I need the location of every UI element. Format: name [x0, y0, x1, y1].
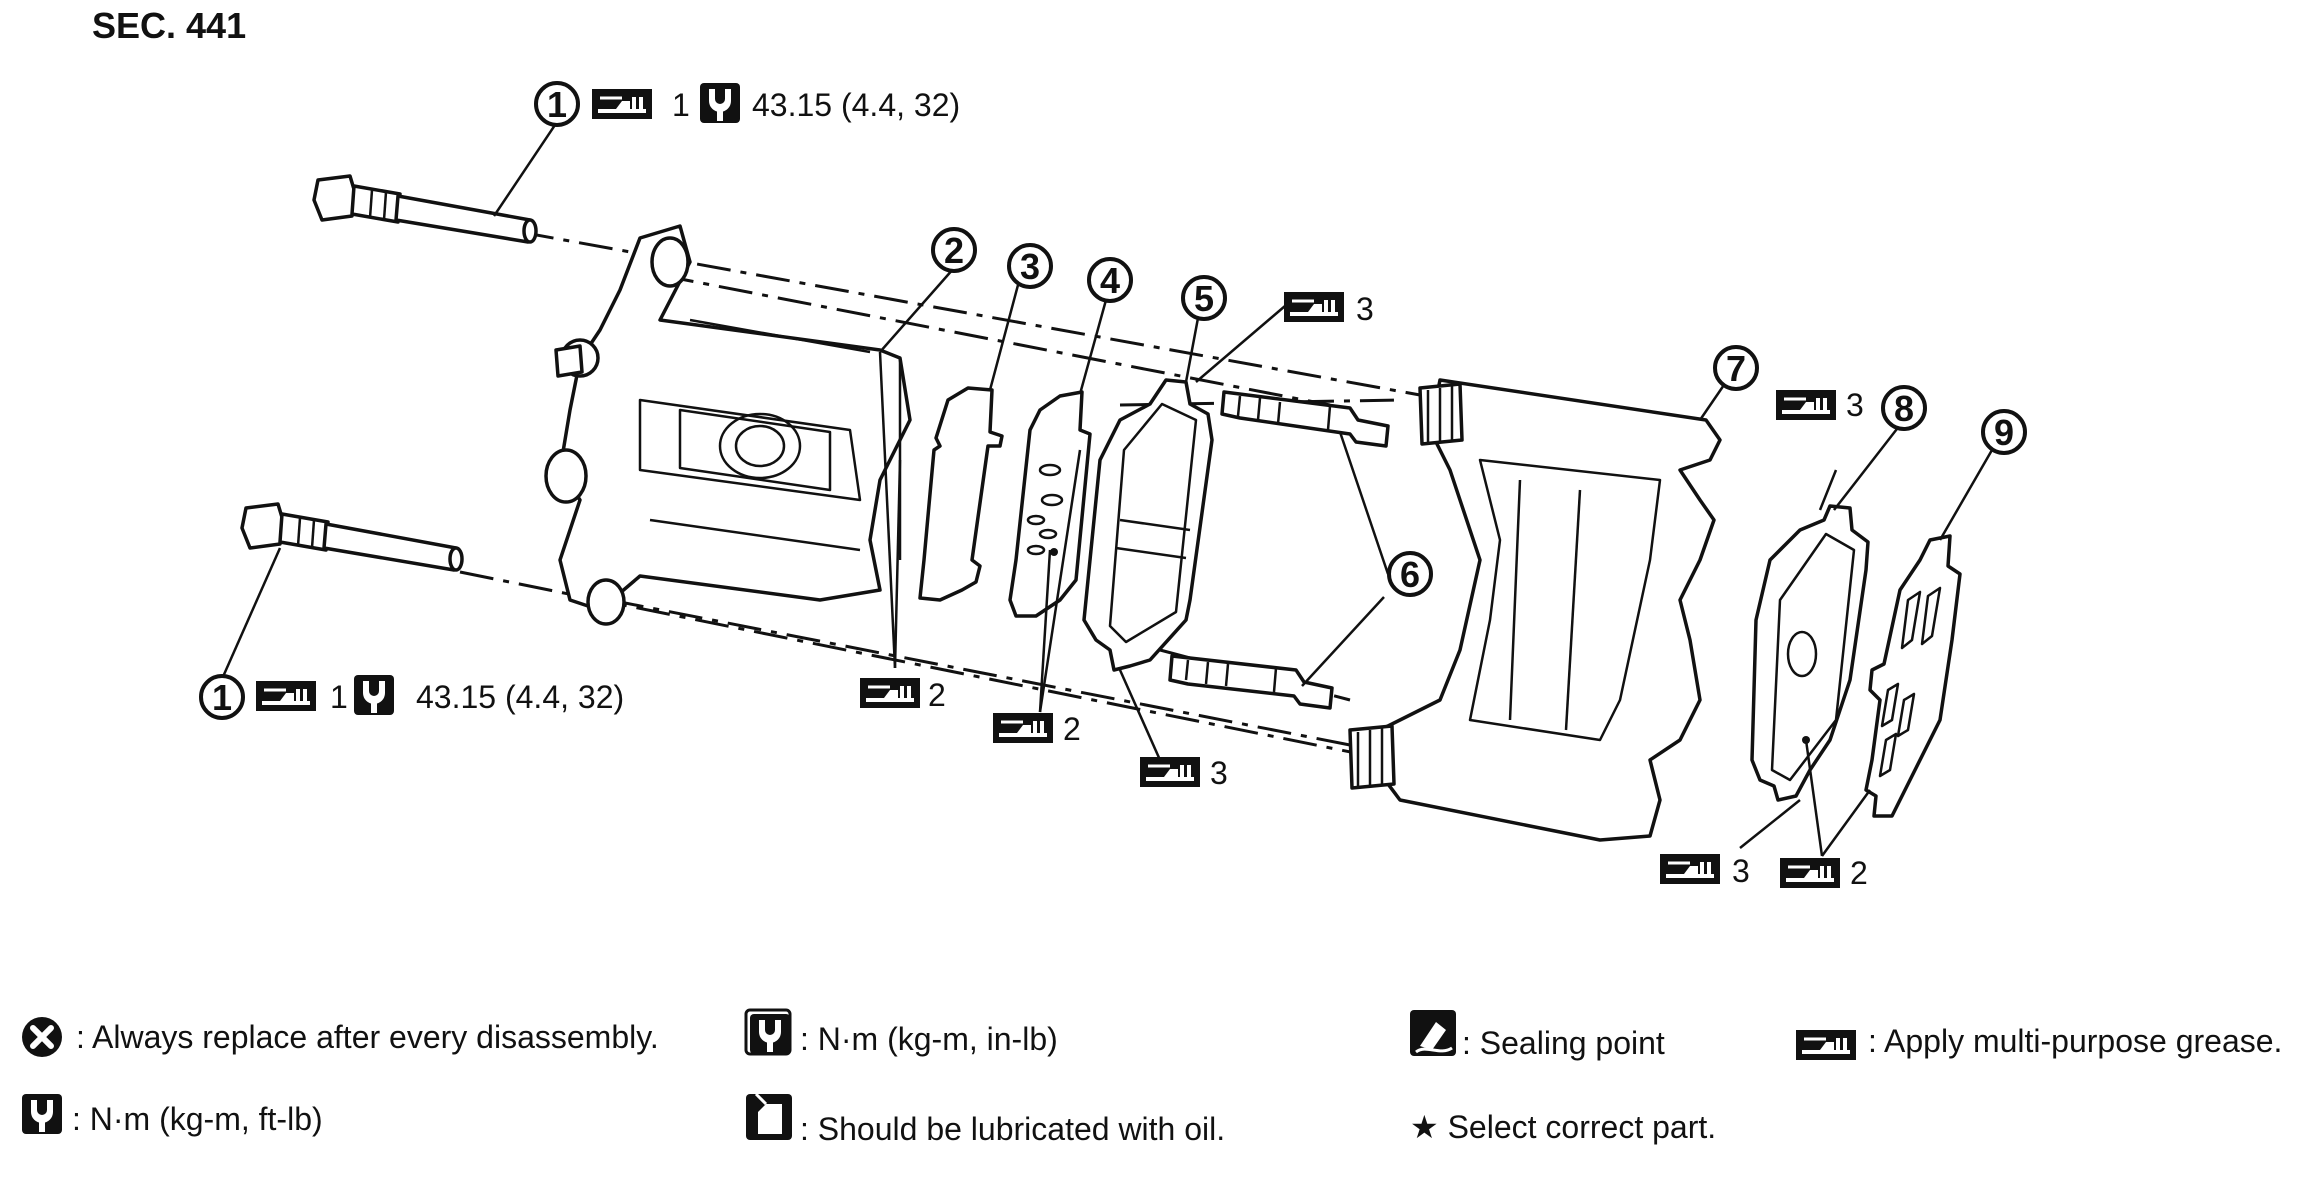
legend-sealing-text: : Sealing point — [1462, 1025, 1665, 1061]
legend-torque-in-lb-text: : N·m (kg-m, in-lb) — [800, 1021, 1058, 1057]
grease-label-3-bottom-qty: 3 — [1732, 853, 1750, 889]
grease-label-2-shim: 2 — [991, 711, 1081, 747]
callout-7-number: 7 — [1726, 348, 1746, 389]
grease-icon — [1774, 388, 1838, 422]
legend-replace-text: : Always replace after every disassembly… — [76, 1019, 659, 1055]
legend-torque-ft-lb-text: : N·m (kg-m, ft-lb) — [72, 1101, 323, 1137]
callout-3: 3 — [1007, 243, 1053, 289]
shim-part-3 — [918, 386, 1004, 602]
legend-select-text: ★ Select correct part. — [1410, 1109, 1716, 1145]
pad-retainer-bottom — [1168, 654, 1334, 710]
grease-label-2-shim9-qty: 2 — [1850, 855, 1868, 891]
callout-6: 6 — [1387, 551, 1433, 597]
callout-9: 9 — [1981, 409, 2027, 455]
grease-icon — [1138, 755, 1202, 789]
legend-oil-text: : Should be lubricated with oil. — [800, 1111, 1225, 1147]
oil-can-icon — [746, 1092, 792, 1140]
guide-pin-bolt-top — [312, 174, 538, 244]
legend-select: ★ Select correct part. — [1410, 1109, 1716, 1145]
torque-wrench-icon — [700, 83, 740, 123]
legend-replace: : Always replace after every disassembly… — [22, 1017, 659, 1057]
callout-4-number: 4 — [1100, 260, 1120, 301]
grease-label-3-pad: 3 — [1138, 755, 1228, 791]
section-title: SEC. 441 — [92, 5, 246, 46]
legend-grease-text: : Apply multi-purpose grease. — [1868, 1023, 2282, 1059]
torque-wrench-icon — [354, 675, 394, 715]
grease-label-3-top-qty: 3 — [1356, 291, 1374, 327]
grease-icon — [1794, 1028, 1858, 1062]
legend-grease: : Apply multi-purpose grease. — [1794, 1023, 2282, 1062]
callout-2: 2 — [931, 227, 977, 273]
grease-label-2-caliper: 2 — [858, 676, 946, 713]
sealing-icon — [1410, 1010, 1456, 1056]
legend-torque-in-lb: : N·m (kg-m, in-lb) — [744, 1008, 1058, 1057]
grease-label-3-top: 3 — [1282, 290, 1374, 327]
brake-pad-inner — [1082, 378, 1214, 672]
grease-icon — [1282, 290, 1346, 324]
guide-pin-bolt-bottom — [240, 502, 464, 572]
leader-lines — [220, 121, 1994, 857]
callout-1-bottom-torque: 43.15 (4.4, 32) — [416, 679, 624, 715]
legend-sealing: : Sealing point — [1410, 1010, 1665, 1061]
torque-wrench-icon — [750, 1014, 790, 1054]
callout-1-top-grease-qty: 1 — [672, 87, 690, 123]
grease-label-2-shim9: 2 — [1778, 855, 1868, 891]
callout-1-bottom: 1 1 43.15 (4.4, 32) — [199, 674, 624, 720]
callout-1-bottom-grease-qty: 1 — [330, 679, 348, 715]
callout-3-number: 3 — [1020, 246, 1040, 287]
grease-label-3-bottom: 3 — [1658, 852, 1750, 889]
callout-2-number: 2 — [944, 230, 964, 271]
grease-label-3-pad8-qty: 3 — [1846, 387, 1864, 423]
grease-label-3-pad8: 3 — [1774, 387, 1864, 423]
grease-icon — [254, 679, 318, 713]
callout-1-bottom-number: 1 — [212, 677, 232, 718]
shim-part-9 — [1864, 534, 1962, 818]
torque-member — [1348, 378, 1722, 842]
grease-label-3-pad-qty: 3 — [1210, 755, 1228, 791]
callout-1-top-number: 1 — [547, 84, 567, 125]
caliper-body — [544, 224, 912, 626]
legend-torque-ft-lb: : N·m (kg-m, ft-lb) — [22, 1094, 323, 1137]
callout-8: 8 — [1881, 385, 1927, 431]
callout-5-number: 5 — [1194, 278, 1214, 319]
callout-7: 7 — [1713, 345, 1759, 391]
brake-pad-outer — [1750, 504, 1870, 802]
callout-1-top-torque: 43.15 (4.4, 32) — [752, 87, 960, 123]
grease-label-2-shim-qty: 2 — [1063, 711, 1081, 747]
callout-5: 5 — [1181, 275, 1227, 321]
callout-6-number: 6 — [1400, 554, 1420, 595]
grease-label-2-caliper-qty: 2 — [928, 677, 946, 713]
grease-icon — [1778, 856, 1842, 890]
callout-8-number: 8 — [1894, 388, 1914, 429]
torque-wrench-icon — [22, 1094, 62, 1134]
legend-oil: : Should be lubricated with oil. — [746, 1092, 1225, 1147]
shim-part-4 — [1008, 390, 1092, 618]
pad-retainer-top — [1220, 390, 1390, 448]
grease-icon — [991, 711, 1055, 745]
legend: : Always replace after every disassembly… — [22, 1008, 2282, 1147]
grease-icon — [858, 676, 922, 710]
grease-icon — [590, 87, 654, 121]
callout-4: 4 — [1087, 257, 1133, 303]
callout-9-number: 9 — [1994, 412, 2014, 453]
callout-1-top: 1 1 43.15 (4.4, 32) — [534, 81, 960, 127]
grease-icon — [1658, 852, 1722, 886]
